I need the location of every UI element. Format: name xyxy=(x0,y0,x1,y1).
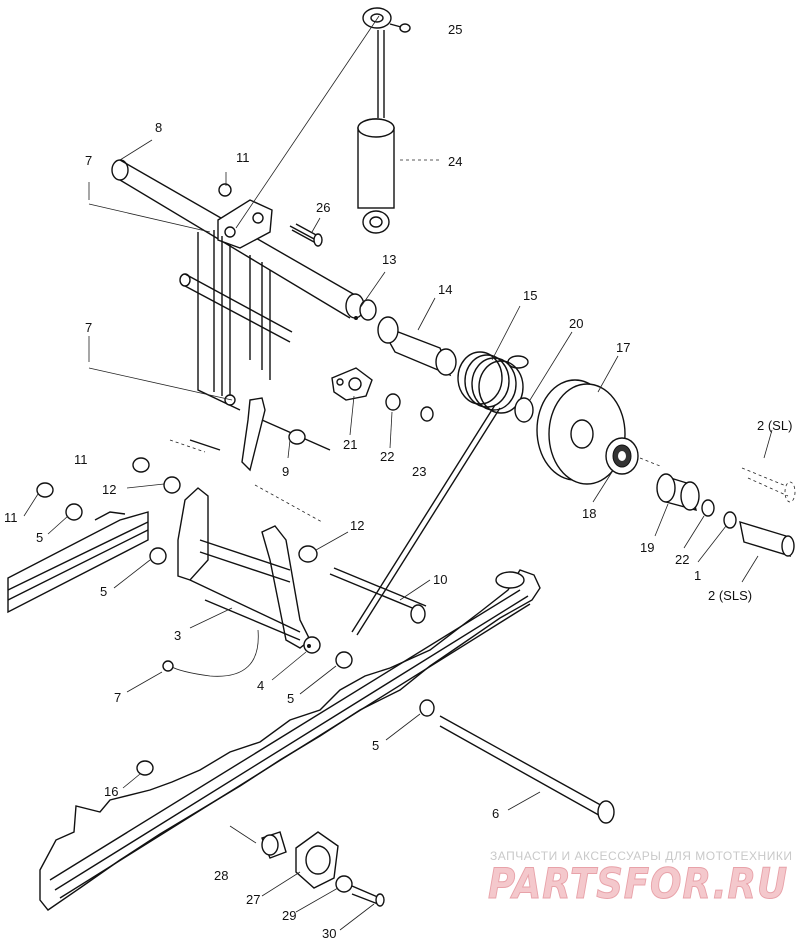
label-27: 27 xyxy=(246,892,260,907)
label-12-right: 12 xyxy=(350,518,364,533)
label-11-left: 11 xyxy=(74,452,88,467)
tube-group xyxy=(345,293,457,377)
label-17: 17 xyxy=(616,340,630,355)
label-6: 6 xyxy=(492,806,499,821)
label-13: 13 xyxy=(382,252,396,267)
label-11-top: 11 xyxy=(236,150,250,165)
watermark-brand: PARTSFOR.RU xyxy=(488,859,788,908)
label-5-left: 5 xyxy=(36,530,43,545)
label-21: 21 xyxy=(343,437,357,452)
rear-arm-group xyxy=(162,487,427,677)
label-11-left2: 11 xyxy=(4,510,18,525)
label-22-mid: 22 xyxy=(380,449,394,464)
label-30: 30 xyxy=(322,926,336,941)
label-5-right: 5 xyxy=(372,738,379,753)
lower-fastener-group xyxy=(261,831,385,907)
label-1: 1 xyxy=(694,568,701,583)
label-12-left: 12 xyxy=(102,482,116,497)
idler-wheel-group xyxy=(514,379,796,558)
torsion-spring-group xyxy=(351,351,529,636)
label-7-top: 7 xyxy=(85,153,92,168)
label-8: 8 xyxy=(155,120,162,135)
label-28: 28 xyxy=(214,868,228,883)
label-15: 15 xyxy=(523,288,537,303)
small-bracket-group xyxy=(331,367,434,422)
label-24: 24 xyxy=(448,154,462,169)
label-14: 14 xyxy=(438,282,452,297)
label-25: 25 xyxy=(448,22,462,37)
label-5-mid: 5 xyxy=(100,584,107,599)
label-5-low: 5 xyxy=(287,691,294,706)
part-labels: 25 24 8 7 11 26 13 14 15 20 17 7 2 (SL) … xyxy=(4,22,792,941)
label-2-sl: 2 (SL) xyxy=(757,418,792,433)
upper-frame-group xyxy=(179,230,331,472)
label-7-low: 7 xyxy=(114,690,121,705)
watermark: ЗАПЧАСТИ И АКСЕССУАРЫ ДЛЯ МОТОТЕХНИКИ PA… xyxy=(488,849,792,909)
lower-rail xyxy=(39,569,615,911)
left-rail-upper xyxy=(7,457,181,614)
upper-axle-group xyxy=(111,159,356,319)
label-26: 26 xyxy=(316,200,330,215)
label-18: 18 xyxy=(582,506,596,521)
leader-lines xyxy=(23,15,773,931)
label-3: 3 xyxy=(174,628,181,643)
label-4: 4 xyxy=(257,678,264,693)
label-23: 23 xyxy=(412,464,426,479)
label-29: 29 xyxy=(282,908,296,923)
label-20: 20 xyxy=(569,316,583,331)
label-16: 16 xyxy=(104,784,118,799)
label-9: 9 xyxy=(282,464,289,479)
label-10: 10 xyxy=(433,572,447,587)
label-7-mid: 7 xyxy=(85,320,92,335)
label-19: 19 xyxy=(640,540,654,555)
shock-absorber-group xyxy=(357,7,440,234)
label-22-right: 22 xyxy=(675,552,689,567)
label-2-sls: 2 (SLS) xyxy=(708,588,752,603)
watermark-tagline: ЗАПЧАСТИ И АКСЕССУАРЫ ДЛЯ МОТОТЕХНИКИ xyxy=(490,849,792,863)
